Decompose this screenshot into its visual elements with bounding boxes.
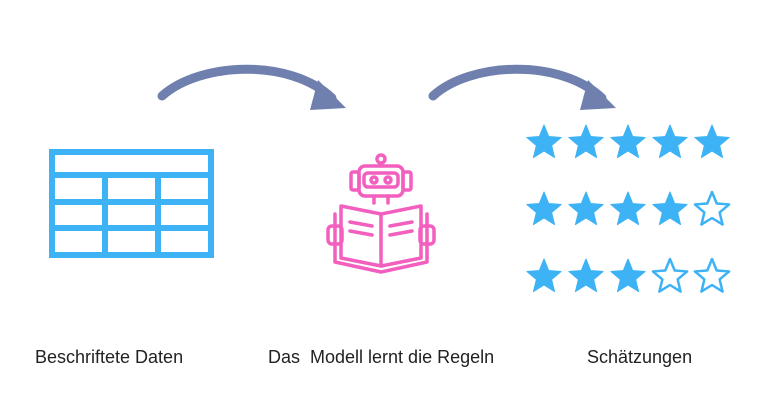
star-filled-icon <box>652 191 688 226</box>
table-icon <box>49 149 214 258</box>
star-filled-icon <box>610 191 646 226</box>
star-filled-icon <box>568 124 604 159</box>
star-filled-icon <box>568 258 604 293</box>
caption-model-learns: Das Modell lernt die Regeln <box>268 347 495 367</box>
star-filled-icon <box>610 258 646 293</box>
star-filled-icon <box>610 124 646 159</box>
caption-estimates: Schätzungen <box>587 347 693 367</box>
star-empty-icon <box>693 190 731 226</box>
star-filled-icon <box>526 258 562 293</box>
star-filled-icon <box>694 124 730 159</box>
star-filled-icon <box>568 191 604 226</box>
robot-reading-book-icon <box>326 153 436 274</box>
star-rating-row <box>526 257 731 293</box>
star-filled-icon <box>652 124 688 159</box>
star-empty-icon <box>693 257 731 293</box>
star-filled-icon <box>526 191 562 226</box>
arrow-data-to-model <box>157 64 346 110</box>
caption-labeled-data: Beschriftete Daten <box>35 347 184 367</box>
star-filled-icon <box>526 124 562 159</box>
arrow-model-to-estimates <box>428 64 616 110</box>
star-rating-row <box>526 190 731 226</box>
star-rating-icon <box>526 124 731 293</box>
star-empty-icon <box>651 257 689 293</box>
star-rating-row <box>526 124 730 159</box>
